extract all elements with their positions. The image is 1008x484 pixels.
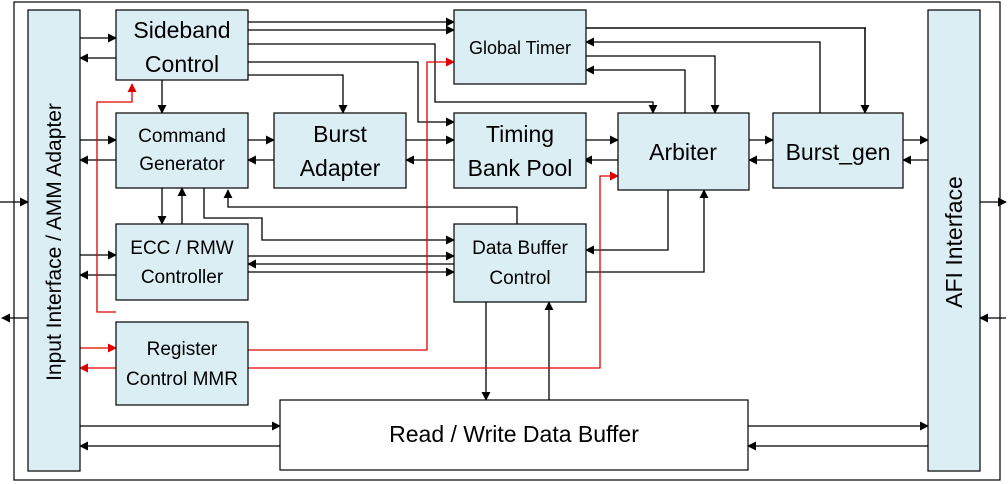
- input-interface-block: Input Interface / AMM Adapter: [27, 9, 81, 472]
- rw-buffer-label: Read / Write Data Buffer: [389, 421, 639, 447]
- global-timer-label: Global Timer: [469, 38, 571, 58]
- connections: [79, 17, 929, 451]
- dbc-label-line2: Control: [489, 268, 550, 289]
- burst-gen-label: Burst_gen: [786, 139, 891, 165]
- arbiter-label: Arbiter: [649, 139, 717, 165]
- input-interface-label: Input Interface / AMM Adapter: [43, 103, 66, 381]
- read-write-data-buffer-block: Read / Write Data Buffer: [279, 399, 749, 471]
- command-generator-block: Command Generator: [115, 112, 249, 189]
- timing-bank-pool-block: Timing Bank Pool: [453, 112, 587, 189]
- dbc-label-line1: Data Buffer: [472, 238, 568, 259]
- global-timer-block: Global Timer: [453, 9, 587, 85]
- burst-adapter-block: Burst Adapter: [273, 112, 407, 189]
- sideband-label-line2: Control: [145, 51, 219, 77]
- burst-adapter-label-line1: Burst: [313, 121, 367, 147]
- burst-adapter-label-line2: Adapter: [300, 155, 381, 181]
- register-paths: [79, 57, 619, 373]
- timing-label-line2: Bank Pool: [468, 155, 573, 181]
- command-label-line2: Generator: [139, 154, 225, 175]
- data-buffer-control-block: Data Buffer Control: [453, 223, 587, 303]
- ecc-rmw-controller-block: ECC / RMW Controller: [115, 223, 249, 301]
- register-control-mmr-block: Register Control MMR: [115, 321, 249, 406]
- afi-interface-block: AFI Interface: [927, 9, 981, 472]
- command-label-line1: Command: [138, 126, 226, 147]
- register-label-line1: Register: [147, 339, 218, 360]
- burst-gen-block: Burst_gen: [772, 112, 904, 189]
- ecc-label-line1: ECC / RMW: [130, 238, 234, 259]
- register-label-line2: Control MMR: [126, 369, 238, 390]
- sideband-label-line1: Sideband: [133, 17, 230, 43]
- timing-label-line1: Timing: [486, 121, 554, 147]
- arbiter-block: Arbiter: [617, 112, 750, 191]
- ecc-label-line2: Controller: [141, 267, 224, 288]
- sideband-control-block: Sideband Control: [115, 9, 249, 81]
- afi-interface-label: AFI Interface: [941, 176, 967, 308]
